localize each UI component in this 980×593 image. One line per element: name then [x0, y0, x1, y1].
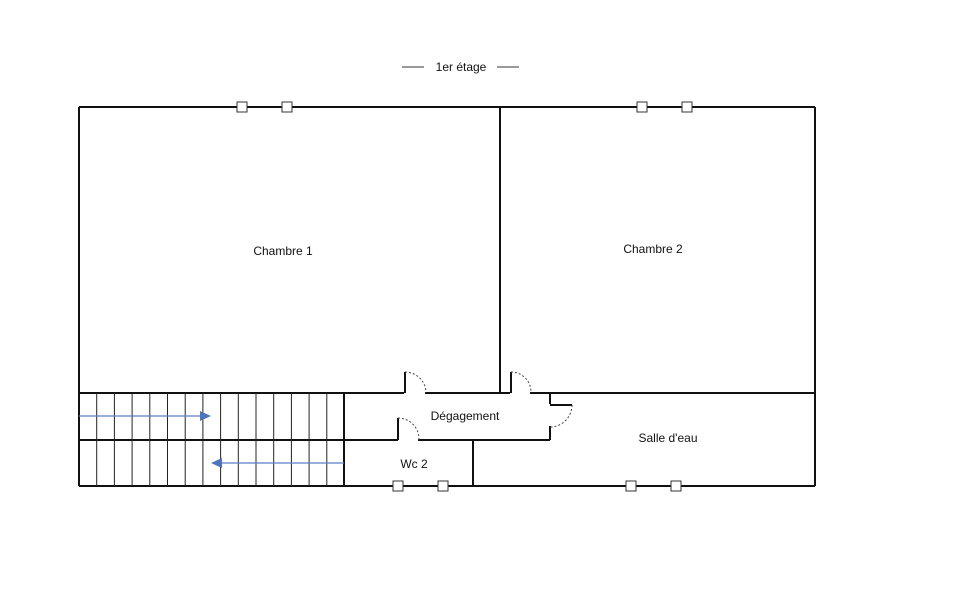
stair-arrow-down — [211, 458, 344, 468]
window-salle-eau — [625, 480, 682, 492]
outer-walls — [78, 106, 816, 487]
interior-walls — [79, 107, 815, 486]
door-chambre-2 — [510, 371, 532, 394]
window-chambre-2 — [636, 101, 693, 113]
stair-arrow-up — [79, 411, 211, 421]
door-salle-eau — [549, 404, 573, 428]
room-label-salle-eau: Salle d'eau — [638, 431, 697, 445]
door-chambre-1 — [404, 371, 427, 394]
room-label-degagement: Dégagement — [431, 409, 500, 423]
window-chambre-1 — [236, 101, 293, 113]
room-label-chambre-2: Chambre 2 — [623, 242, 683, 256]
floor-title: 1er étage — [436, 60, 487, 74]
stair-steps — [96, 393, 328, 486]
window-wc-2 — [392, 480, 449, 492]
door-wc-2 — [397, 417, 420, 441]
room-label-chambre-1: Chambre 1 — [253, 244, 313, 258]
room-label-wc-2: Wc 2 — [400, 457, 428, 471]
